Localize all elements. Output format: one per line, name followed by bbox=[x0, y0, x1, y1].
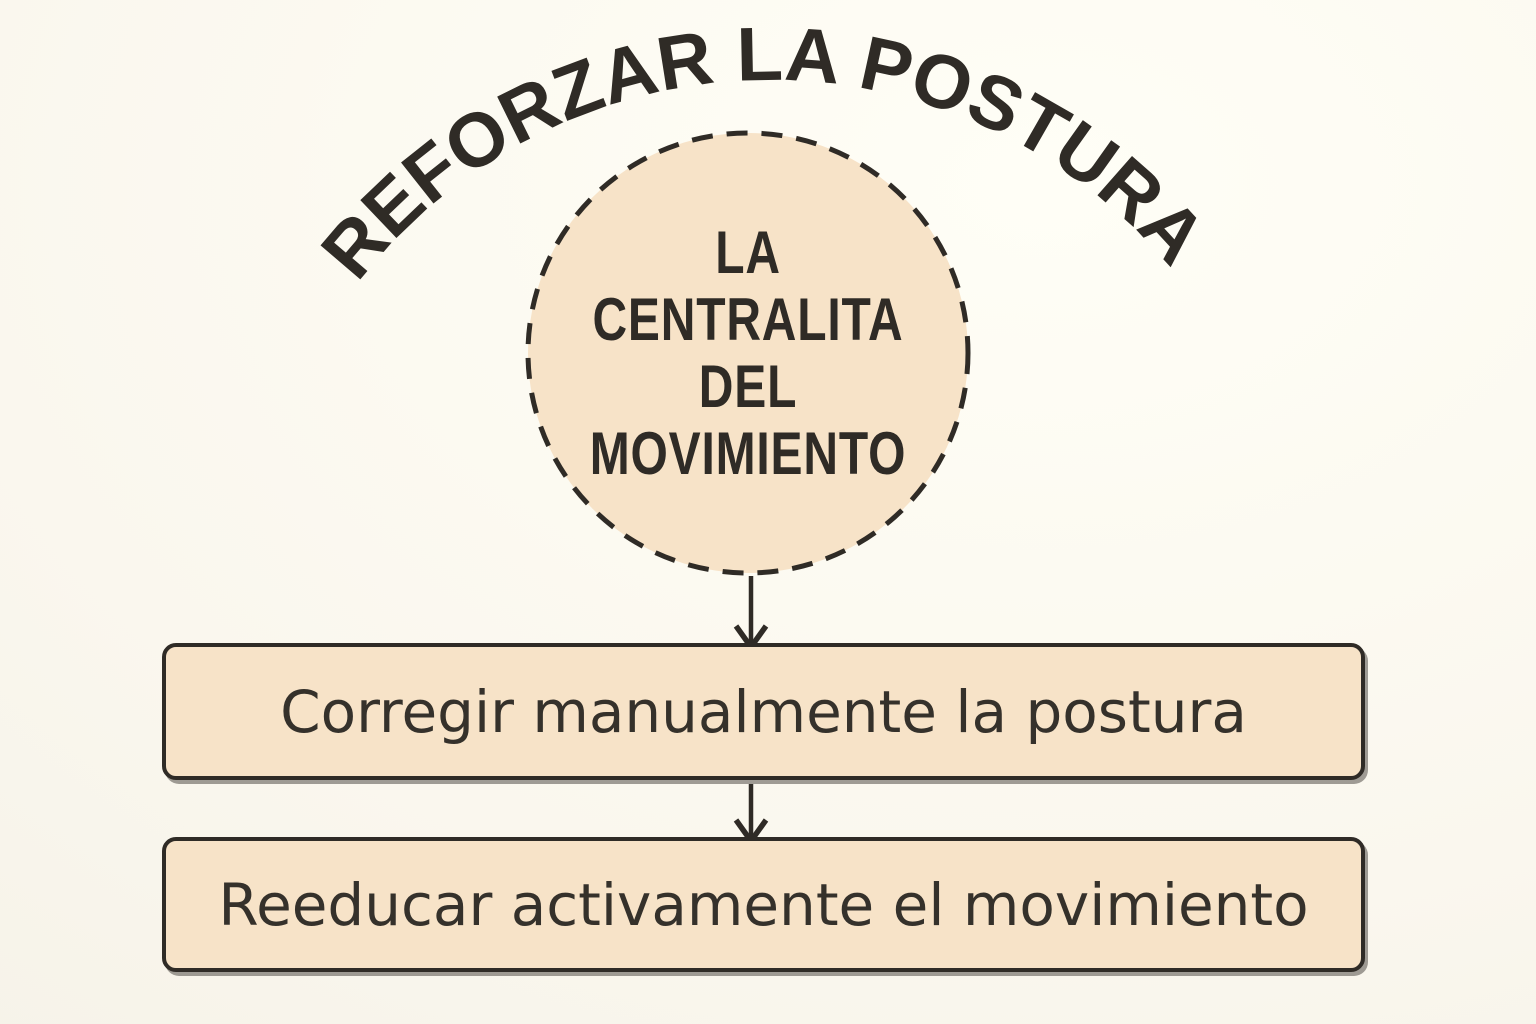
step-box-2: Reeducar activamente el movimiento bbox=[162, 837, 1365, 972]
step-1-label: Corregir manualmente la postura bbox=[280, 677, 1247, 746]
step-2-label: Reeducar activamente el movimiento bbox=[218, 870, 1309, 939]
step-box-1: Corregir manualmente la postura bbox=[162, 643, 1365, 780]
central-circle bbox=[525, 130, 971, 576]
arrow-circle-to-step1 bbox=[733, 576, 769, 652]
arrow-step1-to-step2 bbox=[733, 784, 769, 846]
